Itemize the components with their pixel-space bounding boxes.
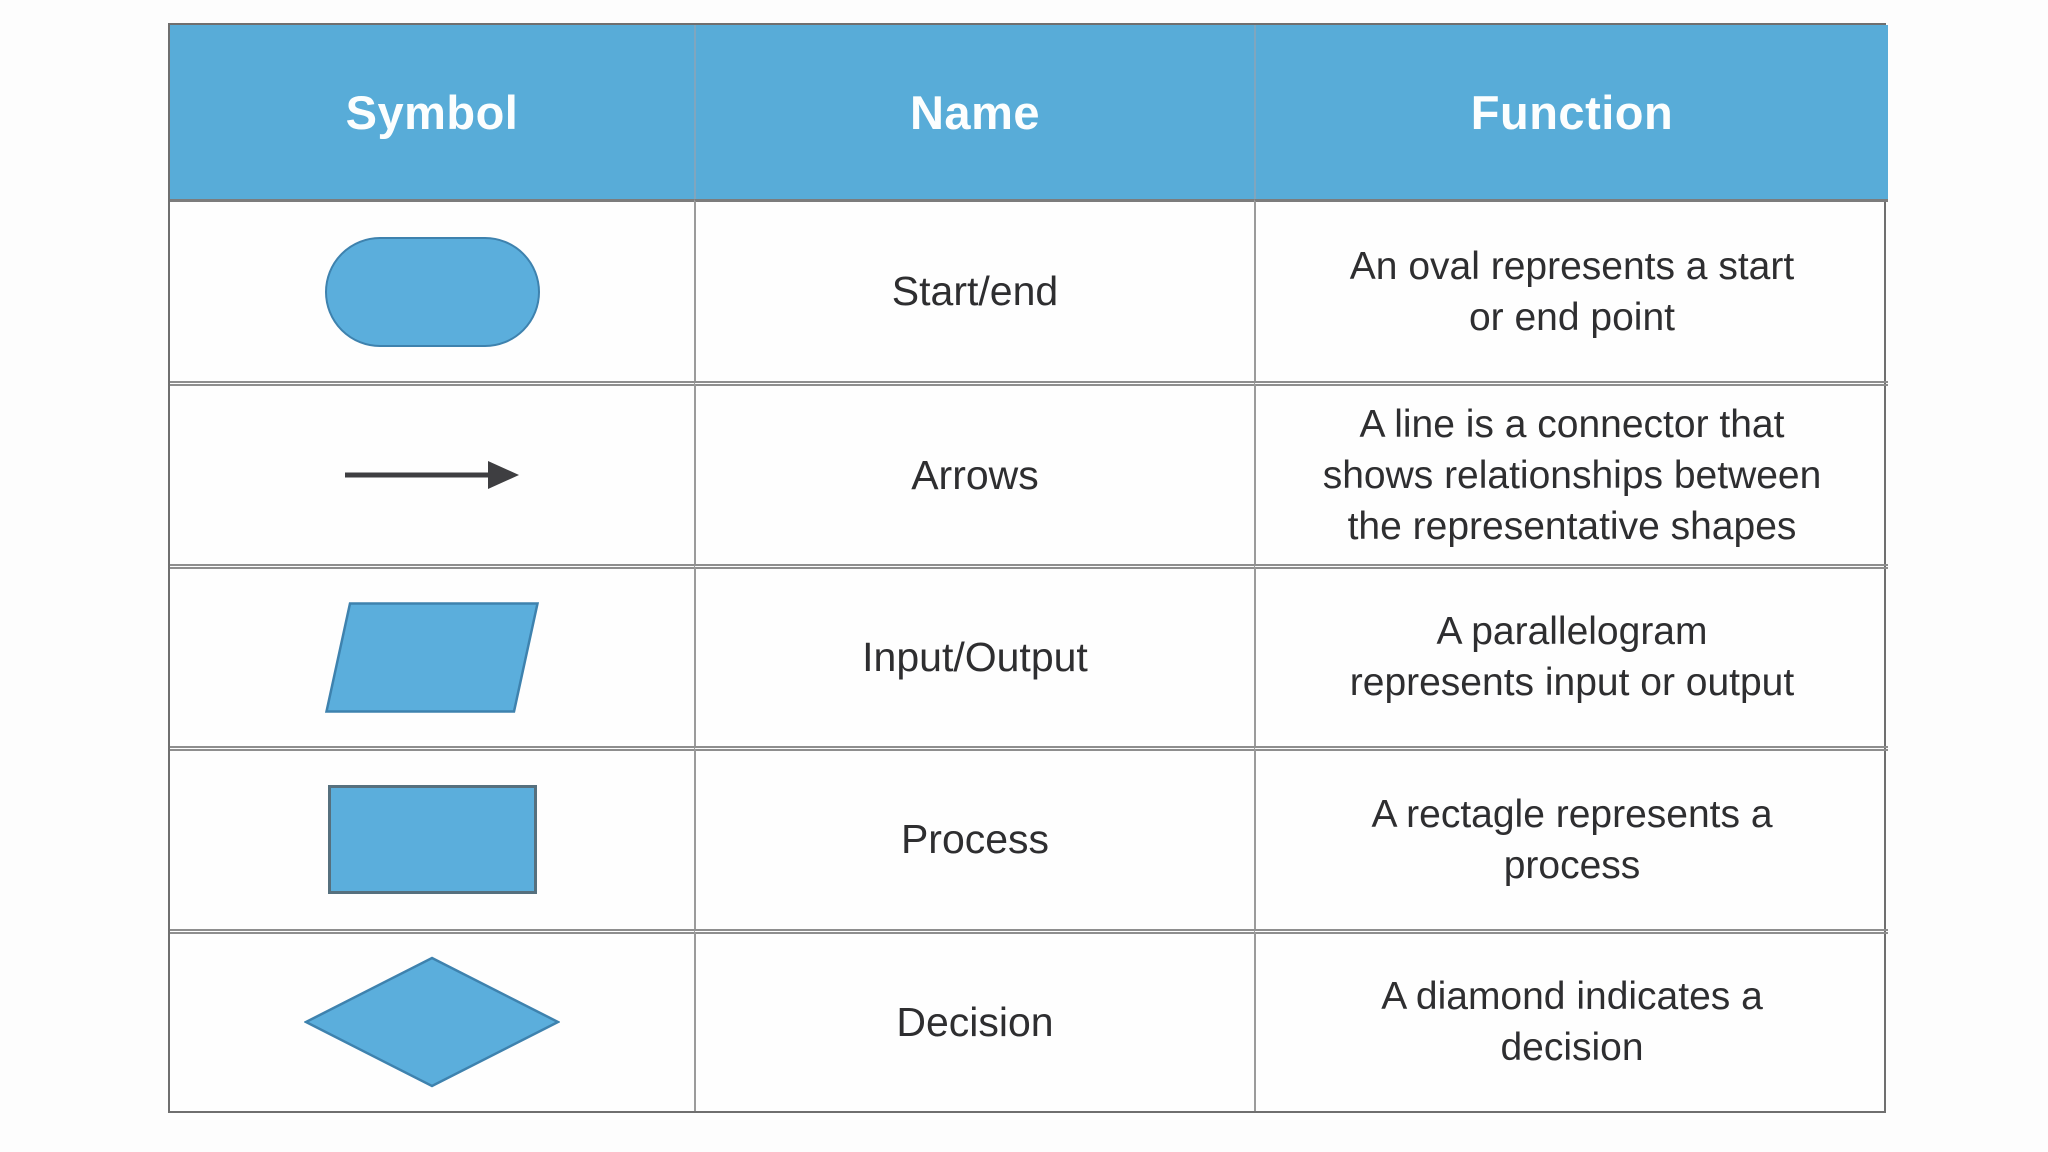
row-arrows-function-cell: A line is a connector that shows relatio… xyxy=(1254,381,1888,564)
row-start-end-function-cell: An oval represents a start or end point xyxy=(1254,199,1888,382)
row-decision-function: A diamond indicates a decision xyxy=(1381,975,1763,1070)
column-header-name-label: Name xyxy=(909,85,1040,139)
row-process-symbol-cell xyxy=(170,746,694,928)
diamond-decision-icon xyxy=(304,956,560,1088)
column-header-name: Name xyxy=(694,25,1254,199)
row-input-output-symbol-cell xyxy=(170,563,694,746)
row-start-end-function: An oval represents a start or end point xyxy=(1349,244,1795,339)
row-start-end-name: Start/end xyxy=(891,268,1059,315)
row-input-output-function-cell: A parallelogram represents input or outp… xyxy=(1254,563,1888,747)
row-process-name-cell: Process xyxy=(694,746,1254,929)
column-header-symbol-label: Symbol xyxy=(345,85,519,139)
flowchart-symbol-table: Symbol Name Function Start/end An oval r… xyxy=(168,23,1888,1113)
row-arrows-function: A line is a connector that shows relatio… xyxy=(1322,402,1822,548)
column-header-function: Function xyxy=(1254,25,1888,199)
row-decision-name: Decision xyxy=(896,998,1054,1045)
row-arrows-name-cell: Arrows xyxy=(694,381,1254,564)
row-decision-name-cell: Decision xyxy=(694,928,1254,1111)
row-decision-function-cell: A diamond indicates a decision xyxy=(1254,928,1888,1111)
column-header-symbol: Symbol xyxy=(170,25,694,199)
row-arrows-name: Arrows xyxy=(911,451,1039,498)
row-start-end-symbol-cell xyxy=(170,199,694,381)
row-process-function-cell: A rectagle represents a process xyxy=(1254,746,1888,929)
row-start-end-name-cell: Start/end xyxy=(694,199,1254,382)
row-arrows-symbol-cell xyxy=(170,381,694,563)
rectangle-process-icon xyxy=(327,785,537,895)
row-decision-symbol-cell xyxy=(170,928,694,1111)
column-header-function-label: Function xyxy=(1470,85,1674,139)
arrow-connector-icon xyxy=(345,461,519,490)
row-input-output-name-cell: Input/Output xyxy=(694,563,1254,747)
oval-start-end-icon xyxy=(324,236,540,347)
row-process-name: Process xyxy=(900,816,1050,863)
row-input-output-function: A parallelogram represents input or outp… xyxy=(1349,610,1795,705)
parallelogram-input-output-icon xyxy=(325,602,539,713)
row-process-function: A rectagle represents a process xyxy=(1371,792,1773,887)
row-input-output-name: Input/Output xyxy=(862,633,1088,680)
